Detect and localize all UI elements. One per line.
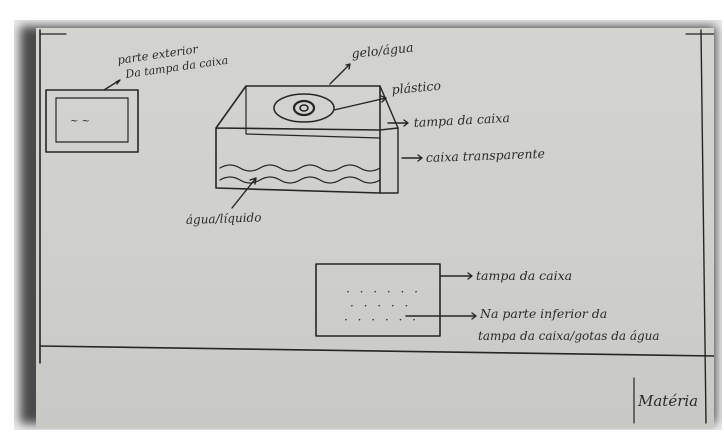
label-interior-2: tampa da caixa/gotas da água [478, 329, 660, 343]
arrow-interior [405, 312, 477, 320]
arrow-tampa [387, 119, 409, 127]
ice-center-icon [299, 104, 309, 112]
droplets-row-3: · · · · · · [344, 313, 419, 327]
arrow-lid-bottom [439, 272, 473, 280]
water-wave-1 [219, 164, 381, 172]
lid-interior-box [315, 263, 441, 337]
right-margin-line [700, 29, 707, 424]
label-tampa-caixa-bottom: tampa da caixa [476, 268, 572, 283]
hand-drawn-diagram: ~ ~ [39, 29, 715, 424]
arrow-plastico [333, 95, 387, 111]
label-interior-1: Na parte inferior da [479, 306, 607, 321]
lid-exterior-mark: ~ ~ [70, 116, 90, 127]
lid-exterior-outer [45, 89, 139, 153]
lid-exterior-inner [55, 97, 129, 143]
label-caixa-transparente: caixa transparente [426, 146, 546, 165]
arrow-agua [231, 177, 257, 209]
arrow-caixa [401, 154, 423, 162]
label-materia: Matéria [637, 392, 698, 410]
label-tampa-caixa: tampa da caixa [413, 110, 510, 130]
label-plastico: plástico [391, 78, 442, 97]
label-agua-liquido: água/líquido [186, 210, 262, 227]
arrow-gelo [329, 63, 351, 85]
paper-sheet: ~ ~ [36, 28, 715, 428]
exterior-arrow [103, 79, 121, 91]
plastic-outline [273, 93, 335, 123]
droplets-row-1: · · · · · · [346, 285, 421, 299]
water-wave-2 [219, 176, 381, 184]
box-side-right [379, 127, 399, 194]
bottom-border-line [39, 345, 715, 357]
droplets-row-2: · · · · · [350, 299, 411, 313]
label-gelo-agua: gelo/água [351, 40, 414, 61]
lid-bottom-edge [245, 133, 381, 139]
notebook-photo: ~ ~ [14, 20, 722, 430]
ice-water-icon [292, 99, 316, 117]
